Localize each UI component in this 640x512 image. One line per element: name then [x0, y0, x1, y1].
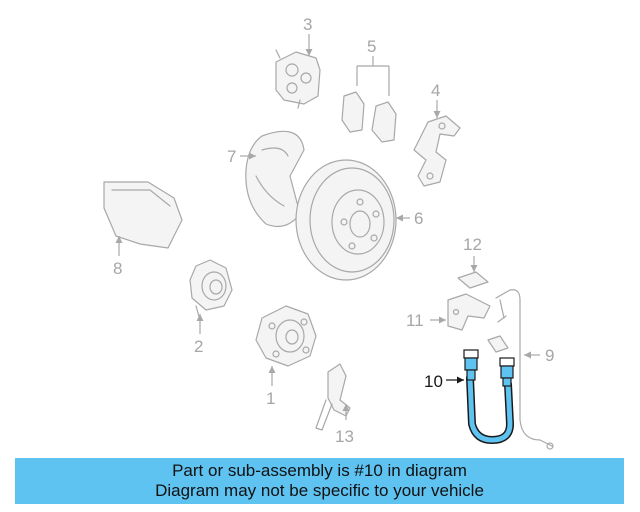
bracket-clip-part — [457, 271, 489, 289]
part-info-banner: Part or sub-assembly is #10 in diagram D… — [15, 458, 624, 504]
callout-9: 9 — [545, 346, 554, 365]
banner-line-2: Diagram may not be specific to your vehi… — [155, 481, 484, 500]
wheel-bearing-part — [189, 259, 233, 321]
caliper-part — [275, 49, 321, 109]
splash-shield-part — [245, 130, 305, 227]
brake-pads-part — [341, 91, 397, 143]
callout-2: 2 — [194, 337, 203, 356]
hose-bracket-part — [447, 293, 491, 331]
dust-cover-part — [103, 181, 183, 249]
caliper-bracket-part — [413, 115, 461, 187]
callout-10: 10 — [424, 372, 443, 391]
brake-hose-part — [463, 349, 515, 445]
callout-6: 6 — [414, 209, 423, 228]
callout-1: 1 — [266, 389, 275, 408]
callout-13: 13 — [335, 427, 354, 446]
callout-7: 7 — [227, 147, 236, 166]
callout-4: 4 — [431, 81, 440, 100]
callout-8: 8 — [113, 259, 122, 278]
callout-5: 5 — [367, 37, 376, 56]
callout-12: 12 — [463, 235, 482, 254]
wheel-hub-part — [255, 305, 317, 367]
callout-3: 3 — [303, 15, 312, 34]
banner-line-1: Part or sub-assembly is #10 in diagram — [172, 461, 467, 480]
brake-rotor-part — [295, 159, 397, 281]
brake-line-part — [487, 289, 554, 450]
callout-11: 11 — [406, 311, 424, 330]
abs-sensor-part — [315, 363, 351, 431]
